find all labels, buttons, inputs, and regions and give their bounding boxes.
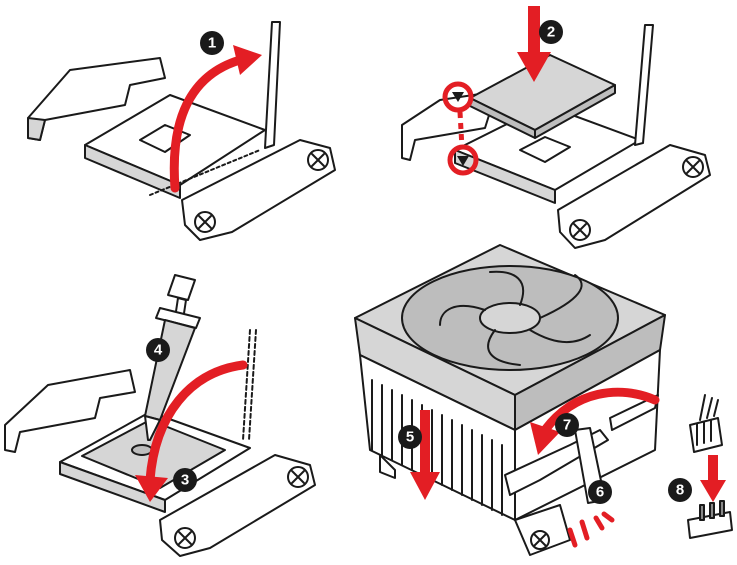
cooler-fan xyxy=(402,266,618,370)
panel-step-2: 2 xyxy=(402,6,710,248)
panel-steps-5-8: 5 7 6 8 xyxy=(355,245,732,555)
panel-steps-3-4: 4 3 xyxy=(5,275,315,556)
step-number-1: 1 xyxy=(208,35,216,52)
step-number-3: 3 xyxy=(181,472,189,489)
step-number-2: 2 xyxy=(547,24,555,41)
arrow-icon xyxy=(233,45,262,75)
panel-step-1: 1 xyxy=(28,22,335,240)
arrow-icon xyxy=(410,472,440,500)
step-number-7: 7 xyxy=(563,417,571,434)
socket-lever-arm xyxy=(265,22,280,148)
arrow-icon xyxy=(700,480,726,502)
socket-lever-arm xyxy=(635,25,653,145)
step-number-5: 5 xyxy=(406,429,414,446)
step-number-6: 6 xyxy=(596,484,604,501)
step-number-4: 4 xyxy=(154,342,163,359)
step-number-8: 8 xyxy=(676,482,684,499)
